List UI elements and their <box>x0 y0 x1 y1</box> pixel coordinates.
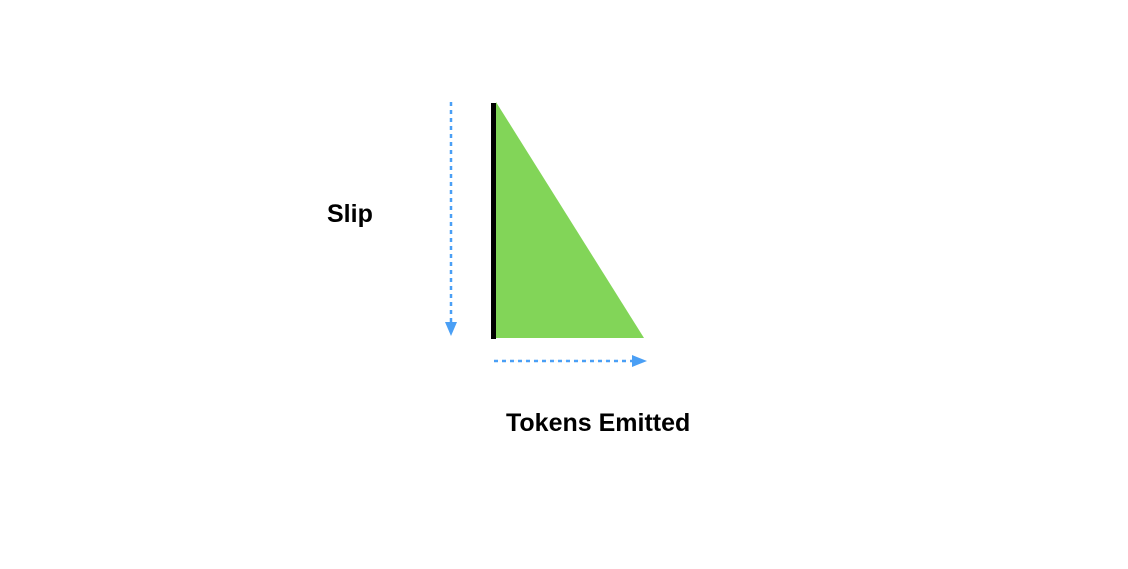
tokens-emitted-label: Tokens Emitted <box>506 409 691 437</box>
slip-arrowhead-icon <box>445 322 457 336</box>
tokens-emitted-arrowhead-icon <box>632 355 647 367</box>
vertical-axis-line <box>491 103 496 339</box>
slip-label: Slip <box>327 200 373 228</box>
slip-triangle <box>496 102 644 338</box>
